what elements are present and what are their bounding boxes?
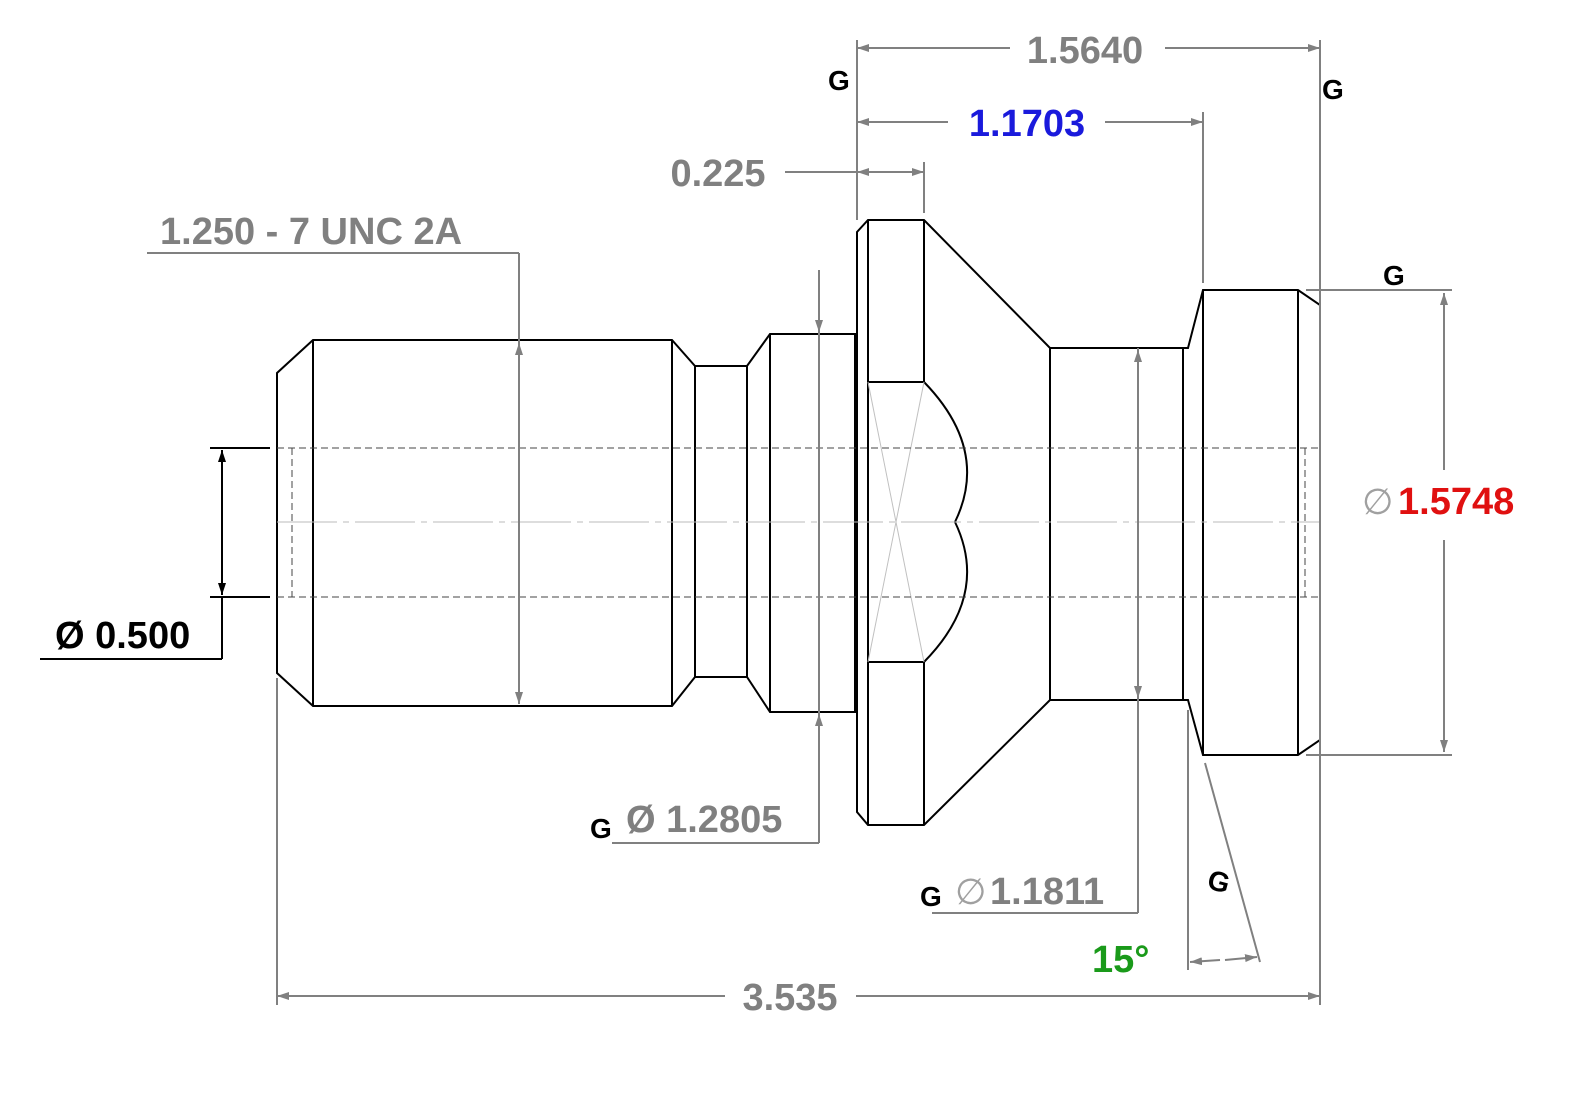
- gauge-mark-left-face: G: [828, 65, 850, 96]
- dim-bore-diameter: Ø 0.500: [40, 447, 270, 660]
- gauge-mark-neck: G: [920, 881, 942, 912]
- diameter-symbol-neck: ∅: [955, 872, 986, 913]
- dim-gauge-length: 1.1703: [857, 103, 1204, 283]
- hidden-bore: [277, 447, 1320, 598]
- dim-neck-diameter: G ∅ 1.1811: [920, 348, 1142, 914]
- dim-pilot-diameter: G Ø 1.2805: [590, 270, 823, 844]
- label-1-1703: 1.1703: [969, 103, 1085, 145]
- label-1-5640: 1.5640: [1027, 30, 1143, 72]
- label-head-diameter: 1.5748: [1398, 481, 1514, 523]
- gauge-mark-head: G: [1383, 260, 1405, 291]
- label-neck-diameter: 1.1811: [990, 871, 1104, 913]
- dim-overall-flange-length: 1.5640: [856, 30, 1321, 1005]
- dim-collar-width: 0.225: [670, 153, 925, 213]
- label-overall-length: 3.535: [742, 977, 837, 1019]
- gauge-mark-taper: G: [1204, 864, 1233, 900]
- label-pilot-diameter: Ø 1.2805: [626, 799, 782, 841]
- label-0-225: 0.225: [670, 153, 765, 195]
- diameter-symbol-head: ∅: [1362, 482, 1393, 523]
- dim-overall-length: 3.535: [276, 678, 1320, 1019]
- label-bore-diameter: Ø 0.500: [55, 615, 190, 657]
- gauge-mark-right-face: G: [1322, 74, 1344, 105]
- label-taper-angle: 15°: [1092, 939, 1149, 981]
- dim-head-diameter: G ∅ 1.5748: [1306, 260, 1514, 756]
- gauge-mark-pilot: G: [590, 813, 612, 844]
- label-thread-spec: 1.250 - 7 UNC 2A: [160, 211, 462, 253]
- dim-taper-angle: G 15°: [1092, 710, 1261, 981]
- threaded-shank: [276, 333, 856, 713]
- dim-thread-spec: 1.250 - 7 UNC 2A: [147, 211, 523, 704]
